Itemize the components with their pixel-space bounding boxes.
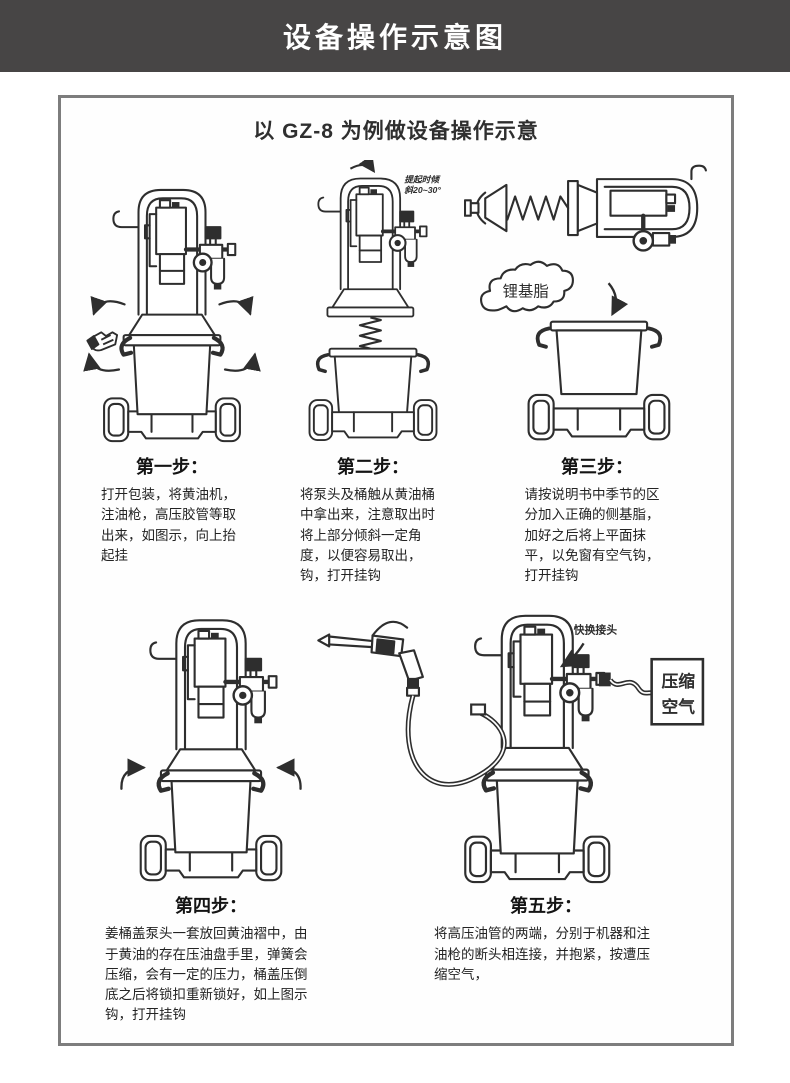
machine-relocked-drawing: [120, 602, 302, 886]
step4-text: 姜桶盖泵头一套放回黄油褶中，由于黄油的存在压油盘手里，弹簧会压缩，会有一定的压力…: [105, 926, 308, 1023]
hand-icon: [86, 331, 119, 352]
step2-illustration: 提起时倾 斜20~30°: [286, 145, 460, 447]
step5-text: 将高压油管的两端，分别于机器和注油枪的断头相连接，并抱紧，按遭压缩空气，: [434, 926, 650, 982]
step5-column: 快换接头 压缩 空气 第五步： 将高压油管的两端，分别于机器和注油枪的断头相连接…: [317, 596, 731, 1025]
step2-caption: 第二步： 将泵头及桶触从黄油桶中拿出来，注意取出时将上部分倾斜一定角度，以便容易…: [300, 453, 446, 586]
step1-caption: 第一步： 打开包装，将黄油机，注油枪，高压胶管等取出来，如图示，向上抬起挂: [101, 453, 243, 566]
page-title: 设备操作示意图: [282, 22, 507, 53]
step1-text: 打开包装，将黄油机，注油枪，高压胶管等取出来，如图示，向上抬起挂: [101, 487, 236, 563]
page-header: 设备操作示意图: [0, 0, 790, 72]
step2-text: 将泵头及桶触从黄油桶中拿出来，注意取出时将上部分倾斜一定角度，以便容易取出，钩，…: [300, 487, 435, 583]
step3-caption: 第三步： 请按说明书中季节的区分加入正确的侧基脂，加好之后将上平面抹平，以免窗有…: [525, 453, 670, 586]
step4-caption: 第四步： 姜桶盖泵头一套放回黄油褶中，由于黄油的存在压油盘手里，弹簧会压缩，会有…: [105, 892, 317, 1025]
pump-horizontal-drawing: 锂基脂: [464, 164, 707, 441]
cloud-label: 锂基脂: [503, 283, 549, 301]
grease-cloud: 锂基脂: [480, 260, 574, 313]
coupling-arrow-icon: [559, 643, 585, 668]
unlock-arrows-icon: [83, 295, 261, 372]
step5-label: 第五步：: [510, 896, 582, 917]
air-box-line2: 空气: [662, 697, 696, 717]
air-box-line1: 压缩: [662, 671, 696, 691]
step3-text: 请按说明书中季节的区分加入正确的侧基脂，加好之后将上平面抹平，以免窗有空气钩，打…: [524, 487, 660, 583]
grease-machine-drawing: [83, 172, 261, 447]
step1-column: 第一步： 打开包装，将黄油机，注油枪，高压胶管等取出来，如图示，向上抬起挂: [61, 145, 283, 586]
air-hose: [598, 672, 652, 696]
steps-row-1: 第一步： 打开包装，将黄油机，注油枪，高压胶管等取出来，如图示，向上抬起挂 提起…: [61, 145, 731, 586]
air-connection-drawing: 快换接头 压缩 空气: [317, 602, 705, 886]
step5-illustration: 快换接头 压缩 空气: [317, 596, 725, 886]
tilt-annotation-line2: 斜20~30°: [404, 185, 441, 195]
step1-label: 第一步：: [136, 457, 208, 477]
grease-hose: [405, 695, 507, 787]
grease-gun: [317, 620, 424, 698]
diagram-subtitle: 以 GZ-8 为例做设备操作示意: [253, 120, 539, 143]
step5-caption: 第五步： 将高压油管的两端，分别于机器和注油枪的断头相连接，并抱紧，按遭压缩空气…: [434, 892, 658, 985]
pump-lifted-drawing: 提起时倾 斜20~30°: [308, 160, 441, 441]
step2-column: 提起时倾 斜20~30° 第二步： 将泵头及桶触从黄油桶中拿出来，注意取出时将上…: [283, 145, 463, 586]
tilt-annotation-line1: 提起时倾: [404, 175, 441, 185]
step3-column: 锂基脂 第三步： 请按说明书中季节的区分加入正确的侧基脂，加好之后将上平面抹平，…: [463, 145, 731, 586]
step4-column: 第四步： 姜桶盖泵头一套放回黄油褶中，由于黄油的存在压油盘手里，弹簧会压缩，会有…: [61, 596, 361, 1025]
lift-arrow-icon: [349, 160, 376, 174]
pour-arrow-icon: [607, 282, 629, 317]
content-frame: 以 GZ-8 为例做设备操作示意: [58, 95, 734, 1046]
compressed-air-box: 压缩 空气: [650, 658, 705, 726]
spring-coil: [358, 316, 382, 350]
step2-label: 第二步：: [337, 457, 409, 477]
step4-label: 第四步：: [175, 896, 247, 917]
step1-illustration: [65, 145, 279, 447]
lock-arrows-icon: [120, 758, 302, 791]
steps-row-2: 第四步： 姜桶盖泵头一套放回黄油褶中，由于黄油的存在压油盘手里，弹簧会压缩，会有…: [61, 596, 731, 1025]
step3-label: 第三步：: [561, 457, 633, 477]
coupling-label: 快换接头: [573, 623, 617, 637]
step3-illustration: 锂基脂: [464, 145, 730, 447]
horizontal-pump-assembly: [464, 164, 707, 252]
step4-illustration: [100, 596, 322, 886]
